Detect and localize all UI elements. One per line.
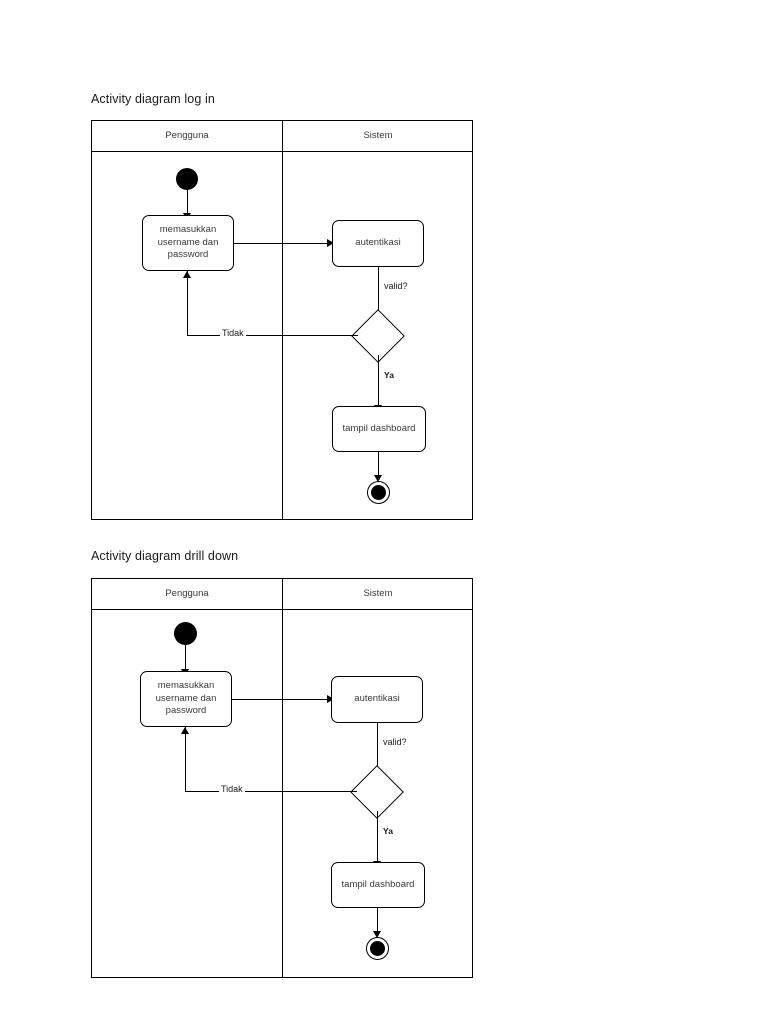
edge-auth-to-decision bbox=[377, 723, 378, 775]
action-autentikasi: autentikasi bbox=[332, 220, 424, 267]
action-line-2: username dan bbox=[157, 236, 219, 248]
action-line-2: username dan bbox=[155, 692, 217, 704]
end-node-fill bbox=[370, 941, 385, 956]
edge-label-tidak: Tidak bbox=[220, 328, 246, 338]
edge-start-to-input bbox=[185, 645, 186, 672]
action-autentikasi: autentikasi bbox=[331, 676, 423, 723]
action-line-3: password bbox=[165, 705, 207, 717]
lane-title-sistem: Sistem bbox=[363, 130, 393, 141]
end-node bbox=[366, 937, 389, 960]
edge-decision-to-dashboard bbox=[377, 811, 378, 865]
edge-label-ya: Ya bbox=[382, 370, 396, 380]
action-input-credentials: memasukkan username dan password bbox=[140, 671, 232, 727]
action-tampil-dashboard: tampil dashboard bbox=[331, 862, 425, 908]
arrowhead-down bbox=[374, 475, 382, 482]
action-line-3: password bbox=[167, 249, 209, 261]
action-line-1: memasukkan bbox=[157, 679, 215, 691]
section-caption-login: Activity diagram log in bbox=[91, 92, 215, 106]
arrowhead-right bbox=[327, 239, 334, 247]
edge-decision-to-input-vertical bbox=[187, 271, 188, 336]
activity-diagram-login: Pengguna Sistem memasukkan username dan … bbox=[91, 120, 473, 520]
lane-title-pengguna: Pengguna bbox=[165, 588, 209, 599]
edge-label-tidak: Tidak bbox=[219, 784, 245, 794]
arrowhead-up bbox=[183, 271, 191, 278]
lane-vertical-divider bbox=[282, 121, 283, 519]
end-node-fill bbox=[371, 485, 386, 500]
edge-decision-to-input-horizontal bbox=[185, 791, 357, 792]
section-caption-drilldown: Activity diagram drill down bbox=[91, 549, 239, 563]
arrowhead-right bbox=[327, 695, 334, 703]
arrowhead-up bbox=[181, 727, 189, 734]
edge-auth-to-decision bbox=[378, 267, 379, 319]
edge-input-to-auth bbox=[234, 243, 329, 244]
edge-start-to-input bbox=[187, 190, 188, 215]
start-node bbox=[174, 622, 197, 645]
action-tampil-dashboard: tampil dashboard bbox=[332, 406, 426, 452]
edge-label-ya: Ya bbox=[381, 826, 395, 836]
edge-dashboard-to-end bbox=[377, 908, 378, 935]
action-input-credentials: memasukkan username dan password bbox=[142, 215, 234, 271]
end-node bbox=[367, 481, 390, 504]
lane-title-sistem: Sistem bbox=[363, 588, 393, 599]
action-line-1: memasukkan bbox=[159, 223, 217, 235]
arrowhead-down bbox=[373, 931, 381, 938]
edge-decision-to-input-horizontal bbox=[187, 335, 358, 336]
edge-decision-to-input-vertical bbox=[185, 727, 186, 792]
edge-input-to-auth bbox=[232, 699, 329, 700]
start-node bbox=[176, 168, 198, 190]
lane-vertical-divider bbox=[282, 579, 283, 977]
edge-decision-to-dashboard bbox=[378, 355, 379, 409]
lane-title-pengguna: Pengguna bbox=[165, 130, 209, 141]
edge-dashboard-to-end bbox=[378, 452, 379, 479]
activity-diagram-drilldown: Pengguna Sistem memasukkan username dan … bbox=[91, 578, 473, 978]
edge-label-valid: valid? bbox=[382, 281, 410, 291]
edge-label-valid: valid? bbox=[381, 737, 409, 747]
